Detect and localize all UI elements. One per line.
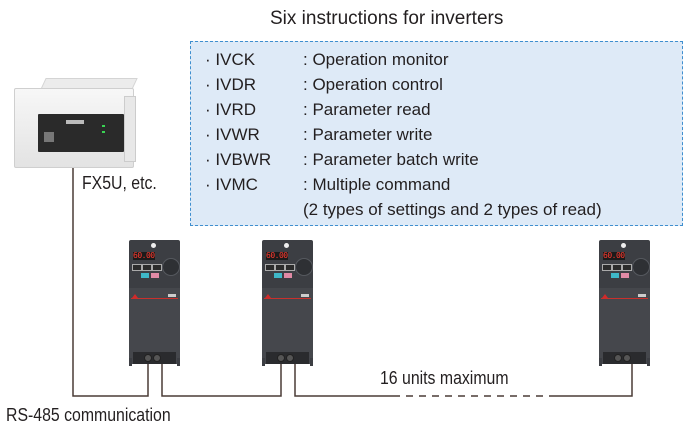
mount-hole-icon [151, 243, 156, 248]
terminal-screw-icon [286, 354, 294, 362]
brand-logo-icon [265, 294, 271, 298]
terminal-screw-icon [153, 354, 161, 362]
terminal-screw-icon [623, 354, 631, 362]
set-button-icon [622, 264, 632, 271]
model-label [638, 294, 646, 297]
brand-logo-icon [132, 294, 138, 298]
terminal-screw-icon [277, 354, 285, 362]
instruction-code: · IVWR [205, 125, 260, 144]
inverter-front-cover [599, 288, 650, 364]
rs485-label: RS-485 communication [6, 405, 171, 425]
wire-inverter-2-out [294, 362, 393, 397]
terminal-screw-icon [144, 354, 152, 362]
instruction-code: · IVMC [205, 175, 258, 194]
instruction-description: : Multiple command [303, 175, 451, 194]
instruction-code: · IVCK [205, 50, 256, 69]
mount-foot [129, 358, 132, 366]
inverter-front-cover [129, 288, 180, 364]
stop-reset-button-icon [621, 273, 629, 278]
instruction-description: : Operation control [303, 75, 443, 94]
set-button-icon [285, 264, 295, 271]
instruction-description: : Parameter read [303, 100, 431, 119]
model-label [301, 294, 309, 297]
plc-logo [66, 120, 84, 124]
run-button-icon [141, 273, 149, 278]
brand-logo-icon [602, 294, 608, 298]
inverter-last: 60.00 [599, 240, 650, 370]
wire-inverter-1-to-2 [161, 362, 282, 397]
diagram-title: Six instructions for inverters [270, 8, 504, 29]
units-maximum-label: 16 units maximum [380, 368, 509, 388]
wire-plc-to-inverter-1 [72, 165, 149, 397]
stop-reset-button-icon [284, 273, 292, 278]
instruction-description: : Parameter batch write [303, 150, 479, 169]
pu-ext-button-icon [265, 264, 275, 271]
run-button-icon [611, 273, 619, 278]
plc-fx5u [14, 78, 138, 168]
accent-stripe [131, 298, 178, 299]
instruction-code: · IVBWR [205, 150, 272, 169]
run-button-icon [274, 273, 282, 278]
mount-foot [262, 358, 265, 366]
plc-side-module [124, 96, 136, 162]
pu-ext-button-icon [132, 264, 142, 271]
set-button-icon [152, 264, 162, 271]
inverter-front-cover [262, 288, 313, 364]
setting-dial-icon [162, 258, 180, 276]
instruction-note: (2 types of settings and 2 types of read… [303, 200, 602, 219]
mount-foot [310, 358, 313, 366]
instruction-code: · IVRD [205, 100, 256, 119]
inverter-display: 60.00 [266, 251, 288, 260]
status-led-icon [102, 131, 105, 133]
mode-button-icon [275, 264, 285, 271]
mount-hole-icon [621, 243, 626, 248]
inverter-display: 60.00 [603, 251, 625, 260]
setting-dial-icon [295, 258, 313, 276]
accent-stripe [264, 298, 311, 299]
model-label [168, 294, 176, 297]
status-led-icon [102, 125, 105, 127]
instruction-description: : Operation monitor [303, 50, 449, 69]
mount-hole-icon [284, 243, 289, 248]
inverter-2: 60.00 [262, 240, 313, 370]
setting-dial-icon [632, 258, 650, 276]
mode-button-icon [142, 264, 152, 271]
inverter-display: 60.00 [133, 251, 155, 260]
ethernet-port-icon [44, 132, 54, 142]
mount-foot [177, 358, 180, 366]
instructions-box: · IVCK : Operation monitor · IVDR : Oper… [190, 41, 683, 226]
stop-reset-button-icon [151, 273, 159, 278]
mount-foot [599, 358, 602, 366]
mode-button-icon [612, 264, 622, 271]
instruction-code: · IVDR [205, 75, 256, 94]
wire-to-last-inverter [556, 362, 633, 397]
plc-label: FX5U, etc. [82, 173, 157, 193]
mount-foot [647, 358, 650, 366]
instruction-description: : Parameter write [303, 125, 433, 144]
terminal-screw-icon [614, 354, 622, 362]
pu-ext-button-icon [602, 264, 612, 271]
accent-stripe [601, 298, 648, 299]
inverter-1: 60.00 [129, 240, 180, 370]
